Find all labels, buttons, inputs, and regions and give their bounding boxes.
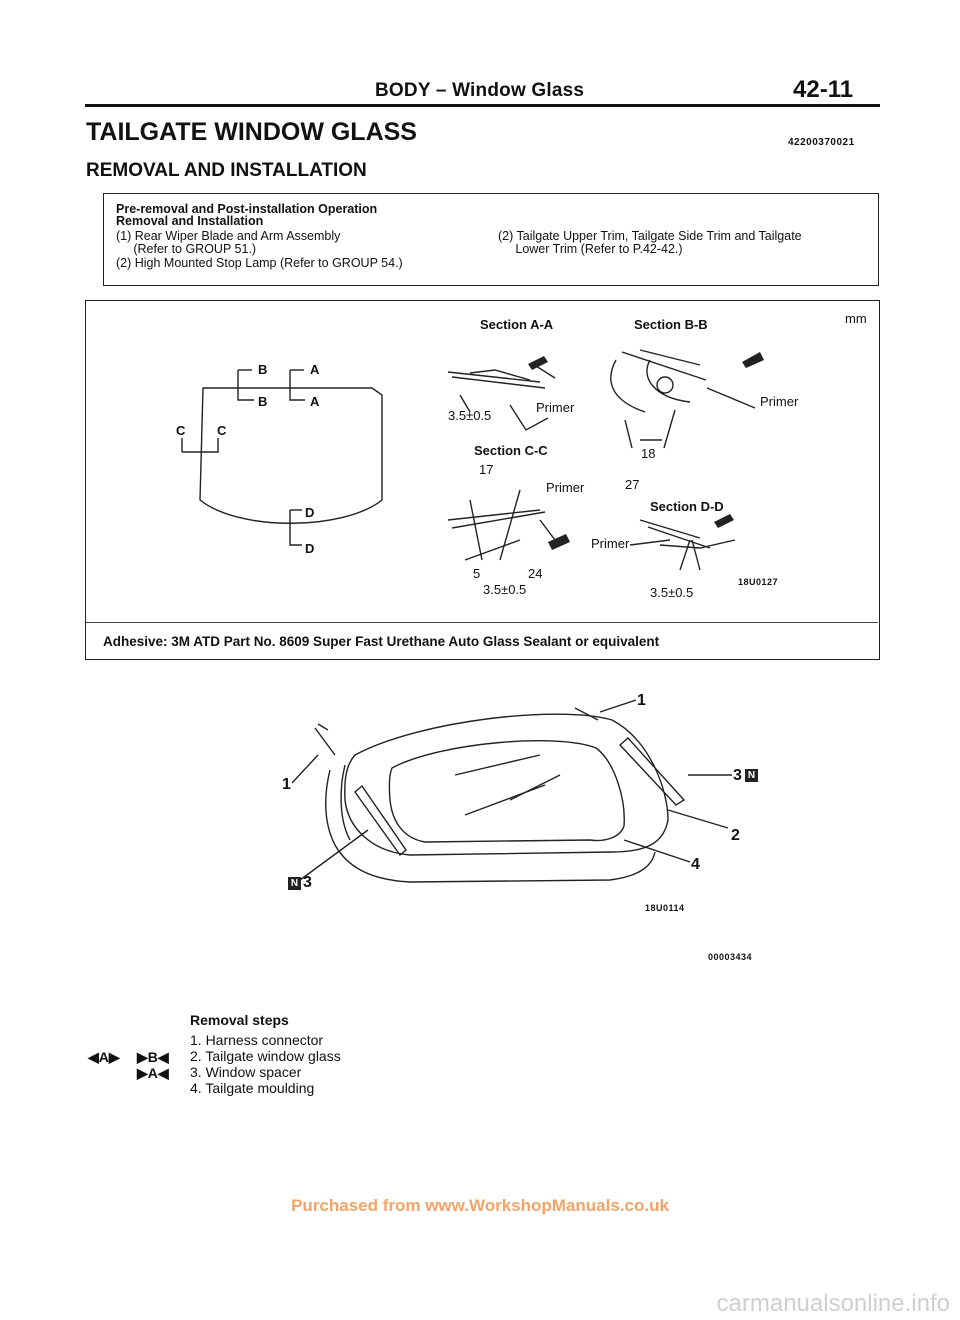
- glass-panel: [344, 713, 669, 856]
- removal-steps: Removal steps 1. Harness connector 2. Ta…: [190, 1012, 341, 1096]
- page-number: 42-11: [793, 76, 854, 103]
- dimension-label: 3.5±0.5: [448, 408, 492, 423]
- figure-code: 18U0127: [738, 577, 779, 587]
- marker-d: D: [305, 505, 315, 520]
- section-bb-label: Section B-B: [634, 317, 708, 332]
- document-code: 42200370021: [788, 137, 855, 148]
- removal-step: 1. Harness connector: [190, 1032, 324, 1048]
- dimension-label: 3.5±0.5: [650, 585, 694, 600]
- watermark: Purchased from www.WorkshopManuals.co.uk: [291, 1196, 669, 1215]
- page-subtitle: REMOVAL AND INSTALLATION: [86, 160, 367, 181]
- section-dd-label: Section D-D: [650, 499, 724, 514]
- dimension-label: 24: [528, 566, 543, 581]
- primer-label: Primer: [591, 536, 630, 551]
- marker-b: B: [258, 362, 268, 377]
- dimension-label: 17: [479, 462, 494, 477]
- removal-step: 4. Tailgate moulding: [190, 1080, 315, 1096]
- pre-item-right: Lower Trim (Refer to P.42-42.): [498, 242, 683, 256]
- adhesive-divider: [86, 622, 878, 623]
- adhesive-note: Adhesive: 3M ATD Part No. 8609 Super Fas…: [103, 634, 660, 649]
- removal-step: 3. Window spacer: [190, 1064, 302, 1080]
- removal-installation-heading: Removal and Installation: [116, 214, 264, 228]
- figure-code: 18U0114: [645, 903, 685, 913]
- service-mark-a: ▶A◀: [137, 1065, 169, 1081]
- marker-c: C: [217, 423, 227, 438]
- primer-label: Primer: [760, 394, 799, 409]
- marker-d: D: [305, 541, 315, 556]
- primer-label: Primer: [536, 400, 575, 415]
- page-title: TAILGATE WINDOW GLASS: [86, 118, 417, 146]
- callout-3: 3: [303, 874, 312, 891]
- dimension-label: 5: [473, 566, 481, 581]
- pre-item-left: (2) High Mounted Stop Lamp (Refer to GRO…: [116, 256, 403, 270]
- callout-2: 2: [731, 827, 740, 844]
- callout-1: 1: [637, 692, 646, 709]
- callout-3: 3: [733, 767, 742, 784]
- dimension-label: 3.5±0.5: [483, 582, 527, 597]
- page-code: 00003434: [708, 952, 753, 962]
- new-part-badge: N: [288, 877, 301, 890]
- section-title: BODY – Window Glass: [375, 80, 585, 101]
- section-aa-label: Section A-A: [480, 317, 554, 332]
- header-rule: [85, 104, 880, 107]
- dimension-label: 27: [625, 477, 640, 492]
- pre-item-left: (Refer to GROUP 51.): [116, 242, 257, 256]
- footer-url: carmanualsonline.info: [716, 1290, 950, 1317]
- glass-outline: [199, 387, 383, 524]
- pre-item-right: (2) Tailgate Upper Trim, Tailgate Side T…: [498, 229, 802, 243]
- installation-diagram-box: [85, 300, 880, 660]
- window-spacer-right: [618, 737, 686, 806]
- callout-4: 4: [691, 856, 700, 873]
- section-cc-label: Section C-C: [474, 443, 548, 458]
- pre-operation-box: Pre-removal and Post-installation Operat…: [103, 193, 879, 286]
- window-spacer-left: [354, 784, 407, 857]
- service-mark-b: ▶B◀: [137, 1049, 169, 1065]
- primer-label: Primer: [546, 480, 585, 495]
- removal-step: 2. Tailgate window glass: [190, 1048, 341, 1064]
- marker-a: A: [310, 362, 320, 377]
- service-mark-a: ◀A▶: [88, 1049, 120, 1065]
- pre-operation-heading: Pre-removal and Post-installation Operat…: [116, 202, 378, 216]
- callout-1: 1: [282, 776, 291, 793]
- pre-item-left: (1) Rear Wiper Blade and Arm Assembly: [116, 229, 341, 243]
- marker-a: A: [310, 394, 320, 409]
- dimension-label: 18: [641, 446, 656, 461]
- marker-b: B: [258, 394, 268, 409]
- marker-c: C: [176, 423, 186, 438]
- unit-label: mm: [845, 311, 867, 326]
- new-part-badge: N: [745, 769, 758, 782]
- removal-steps-heading: Removal steps: [190, 1012, 289, 1028]
